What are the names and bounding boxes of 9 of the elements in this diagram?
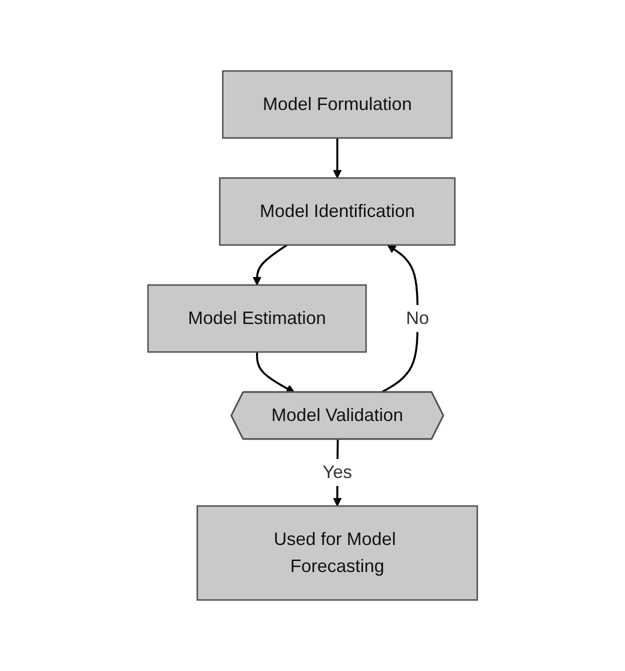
node-box: Used for Model Forecasting <box>196 505 478 601</box>
arrow <box>256 352 295 393</box>
node-box: Model Estimation <box>147 284 367 353</box>
node-box: Model Identification <box>218 177 456 246</box>
edge-label: No <box>406 308 429 328</box>
arrow <box>332 138 342 178</box>
edge-label: Yes <box>322 462 352 482</box>
node-box: Model Formulation <box>222 70 452 139</box>
arrow <box>252 244 288 286</box>
